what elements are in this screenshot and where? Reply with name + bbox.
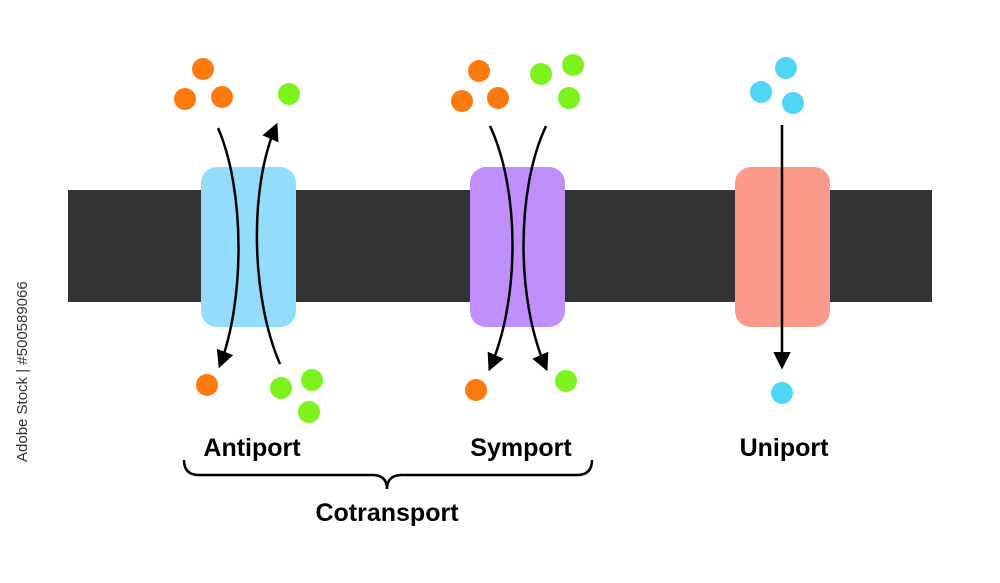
blue-molecule (782, 92, 804, 114)
symport-arrow-left (487, 125, 514, 372)
blue-molecule (775, 57, 797, 79)
symport-arrow-right (522, 125, 549, 372)
green-molecule (298, 401, 320, 423)
antiport-channel (201, 167, 296, 327)
green-molecule (278, 83, 300, 105)
green-molecule (530, 63, 552, 85)
green-molecule (558, 87, 580, 109)
blue-molecule (771, 382, 793, 404)
green-molecule (555, 370, 577, 392)
orange-molecule (211, 86, 233, 108)
antiport-arrow-down (216, 127, 240, 369)
green-molecule (270, 377, 292, 399)
antiport-label: Antiport (203, 434, 301, 462)
orange-molecule (196, 374, 218, 396)
green-molecule (562, 54, 584, 76)
cotransport-brace (182, 459, 594, 490)
orange-molecule (465, 379, 487, 401)
orange-molecule (192, 58, 214, 80)
orange-molecule (487, 87, 509, 109)
symport-label: Symport (470, 434, 572, 462)
symport-channel (470, 167, 565, 327)
orange-molecule (468, 60, 490, 82)
green-molecule (301, 369, 323, 391)
stock-id-watermark: Adobe Stock | #500589066 (14, 281, 31, 462)
orange-molecule (174, 88, 196, 110)
antiport-arrow-up (255, 122, 282, 365)
uniport-label: Uniport (740, 434, 830, 462)
cotransport-label: Cotransport (315, 499, 459, 527)
orange-molecule (451, 90, 473, 112)
blue-molecule (750, 81, 772, 103)
